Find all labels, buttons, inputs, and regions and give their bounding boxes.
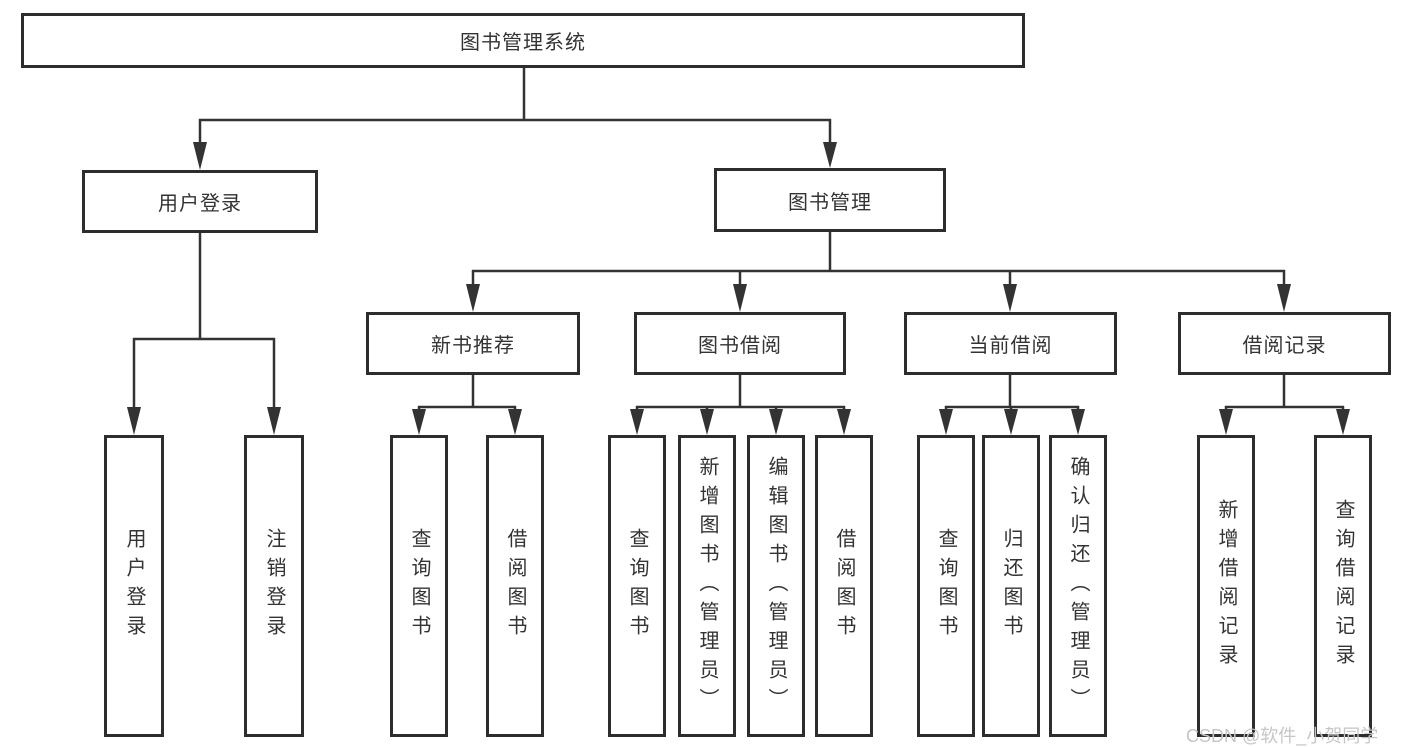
node-label: 用户登录 (158, 193, 242, 215)
connector-book-management-to-level3 (466, 232, 1291, 312)
node-leaf-add-book-admin: 新增图书（管理员） (678, 435, 736, 737)
node-leaf-borrow-books-borrow: 借阅图书 (815, 435, 873, 737)
node-new-book-recommend: 新书推荐 (366, 312, 580, 375)
node-label: 新增图书（管理员） (696, 455, 718, 717)
node-leaf-borrow-books-newbook: 借阅图书 (486, 435, 544, 737)
node-leaf-add-borrow-record: 新增借阅记录 (1197, 435, 1255, 737)
arrow-down-icon (1277, 284, 1291, 312)
node-leaf-logout: 注销登录 (244, 435, 304, 737)
node-current-borrowing: 当前借阅 (904, 312, 1117, 375)
node-label: 查询图书 (935, 528, 957, 644)
node-label: 确认归还（管理员） (1067, 455, 1089, 717)
arrow-down-icon (630, 409, 644, 435)
node-root: 图书管理系统 (21, 13, 1025, 68)
node-leaf-query-borrow-record: 查询借阅记录 (1314, 435, 1372, 737)
connector-borrow-records-to-children (1219, 375, 1350, 435)
arrow-down-icon (193, 142, 207, 170)
arrow-down-icon (700, 409, 714, 435)
node-user-login: 用户登录 (82, 170, 318, 233)
node-label: 当前借阅 (968, 335, 1053, 357)
arrow-down-icon (1071, 409, 1085, 435)
arrow-down-icon (769, 409, 783, 435)
arrow-down-icon (733, 284, 747, 312)
node-leaf-query-books-newbook: 查询图书 (390, 435, 448, 737)
node-label: 图书管理 (788, 191, 872, 214)
node-label: 图书借阅 (698, 335, 782, 357)
connector-user-login-to-children (127, 233, 281, 435)
connector-root-to-level2 (193, 68, 837, 170)
node-leaf-edit-book-admin: 编辑图书（管理员） (747, 435, 805, 737)
node-label: 借阅图书 (504, 528, 526, 644)
node-label: 图书管理系统 (460, 32, 586, 54)
arrow-down-icon (823, 142, 837, 168)
arrow-down-icon (1219, 409, 1233, 435)
node-label: 借阅图书 (833, 528, 855, 644)
node-book-borrowing: 图书借阅 (634, 312, 846, 375)
arrow-down-icon (837, 409, 851, 435)
connector-current-borrow-to-children (939, 375, 1085, 435)
node-leaf-return-book: 归还图书 (982, 435, 1040, 737)
node-leaf-query-books-borrow: 查询图书 (608, 435, 666, 737)
node-label: 新增借阅记录 (1215, 499, 1237, 673)
node-label: 查询图书 (408, 528, 430, 644)
node-label: 编辑图书（管理员） (765, 455, 787, 717)
node-borrow-records: 借阅记录 (1178, 312, 1391, 375)
node-book-management: 图书管理 (714, 168, 946, 232)
connector-new-book-to-children (412, 375, 522, 435)
arrow-down-icon (939, 409, 953, 435)
arrow-down-icon (1336, 409, 1350, 435)
node-label: 查询图书 (626, 528, 648, 644)
arrow-down-icon (1003, 284, 1017, 312)
node-leaf-user-login: 用户登录 (104, 435, 164, 737)
node-label: 查询借阅记录 (1332, 499, 1354, 673)
arrow-down-icon (127, 407, 141, 435)
arrow-down-icon (412, 409, 426, 435)
node-leaf-confirm-return-admin: 确认归还（管理员） (1049, 435, 1107, 737)
node-label: 用户登录 (123, 528, 145, 644)
csdn-watermark: CSDN @软件_小贺同学 (1186, 726, 1379, 746)
node-label: 注销登录 (263, 528, 285, 644)
connector-book-borrow-to-children (630, 375, 851, 435)
node-label: 借阅记录 (1242, 335, 1327, 357)
arrow-down-icon (466, 284, 480, 312)
arrow-down-icon (1004, 409, 1018, 435)
arrow-down-icon (508, 409, 522, 435)
node-label: 新书推荐 (431, 335, 515, 357)
node-leaf-query-books-current: 查询图书 (917, 435, 975, 737)
arrow-down-icon (267, 407, 281, 435)
node-label: 归还图书 (1000, 528, 1022, 644)
